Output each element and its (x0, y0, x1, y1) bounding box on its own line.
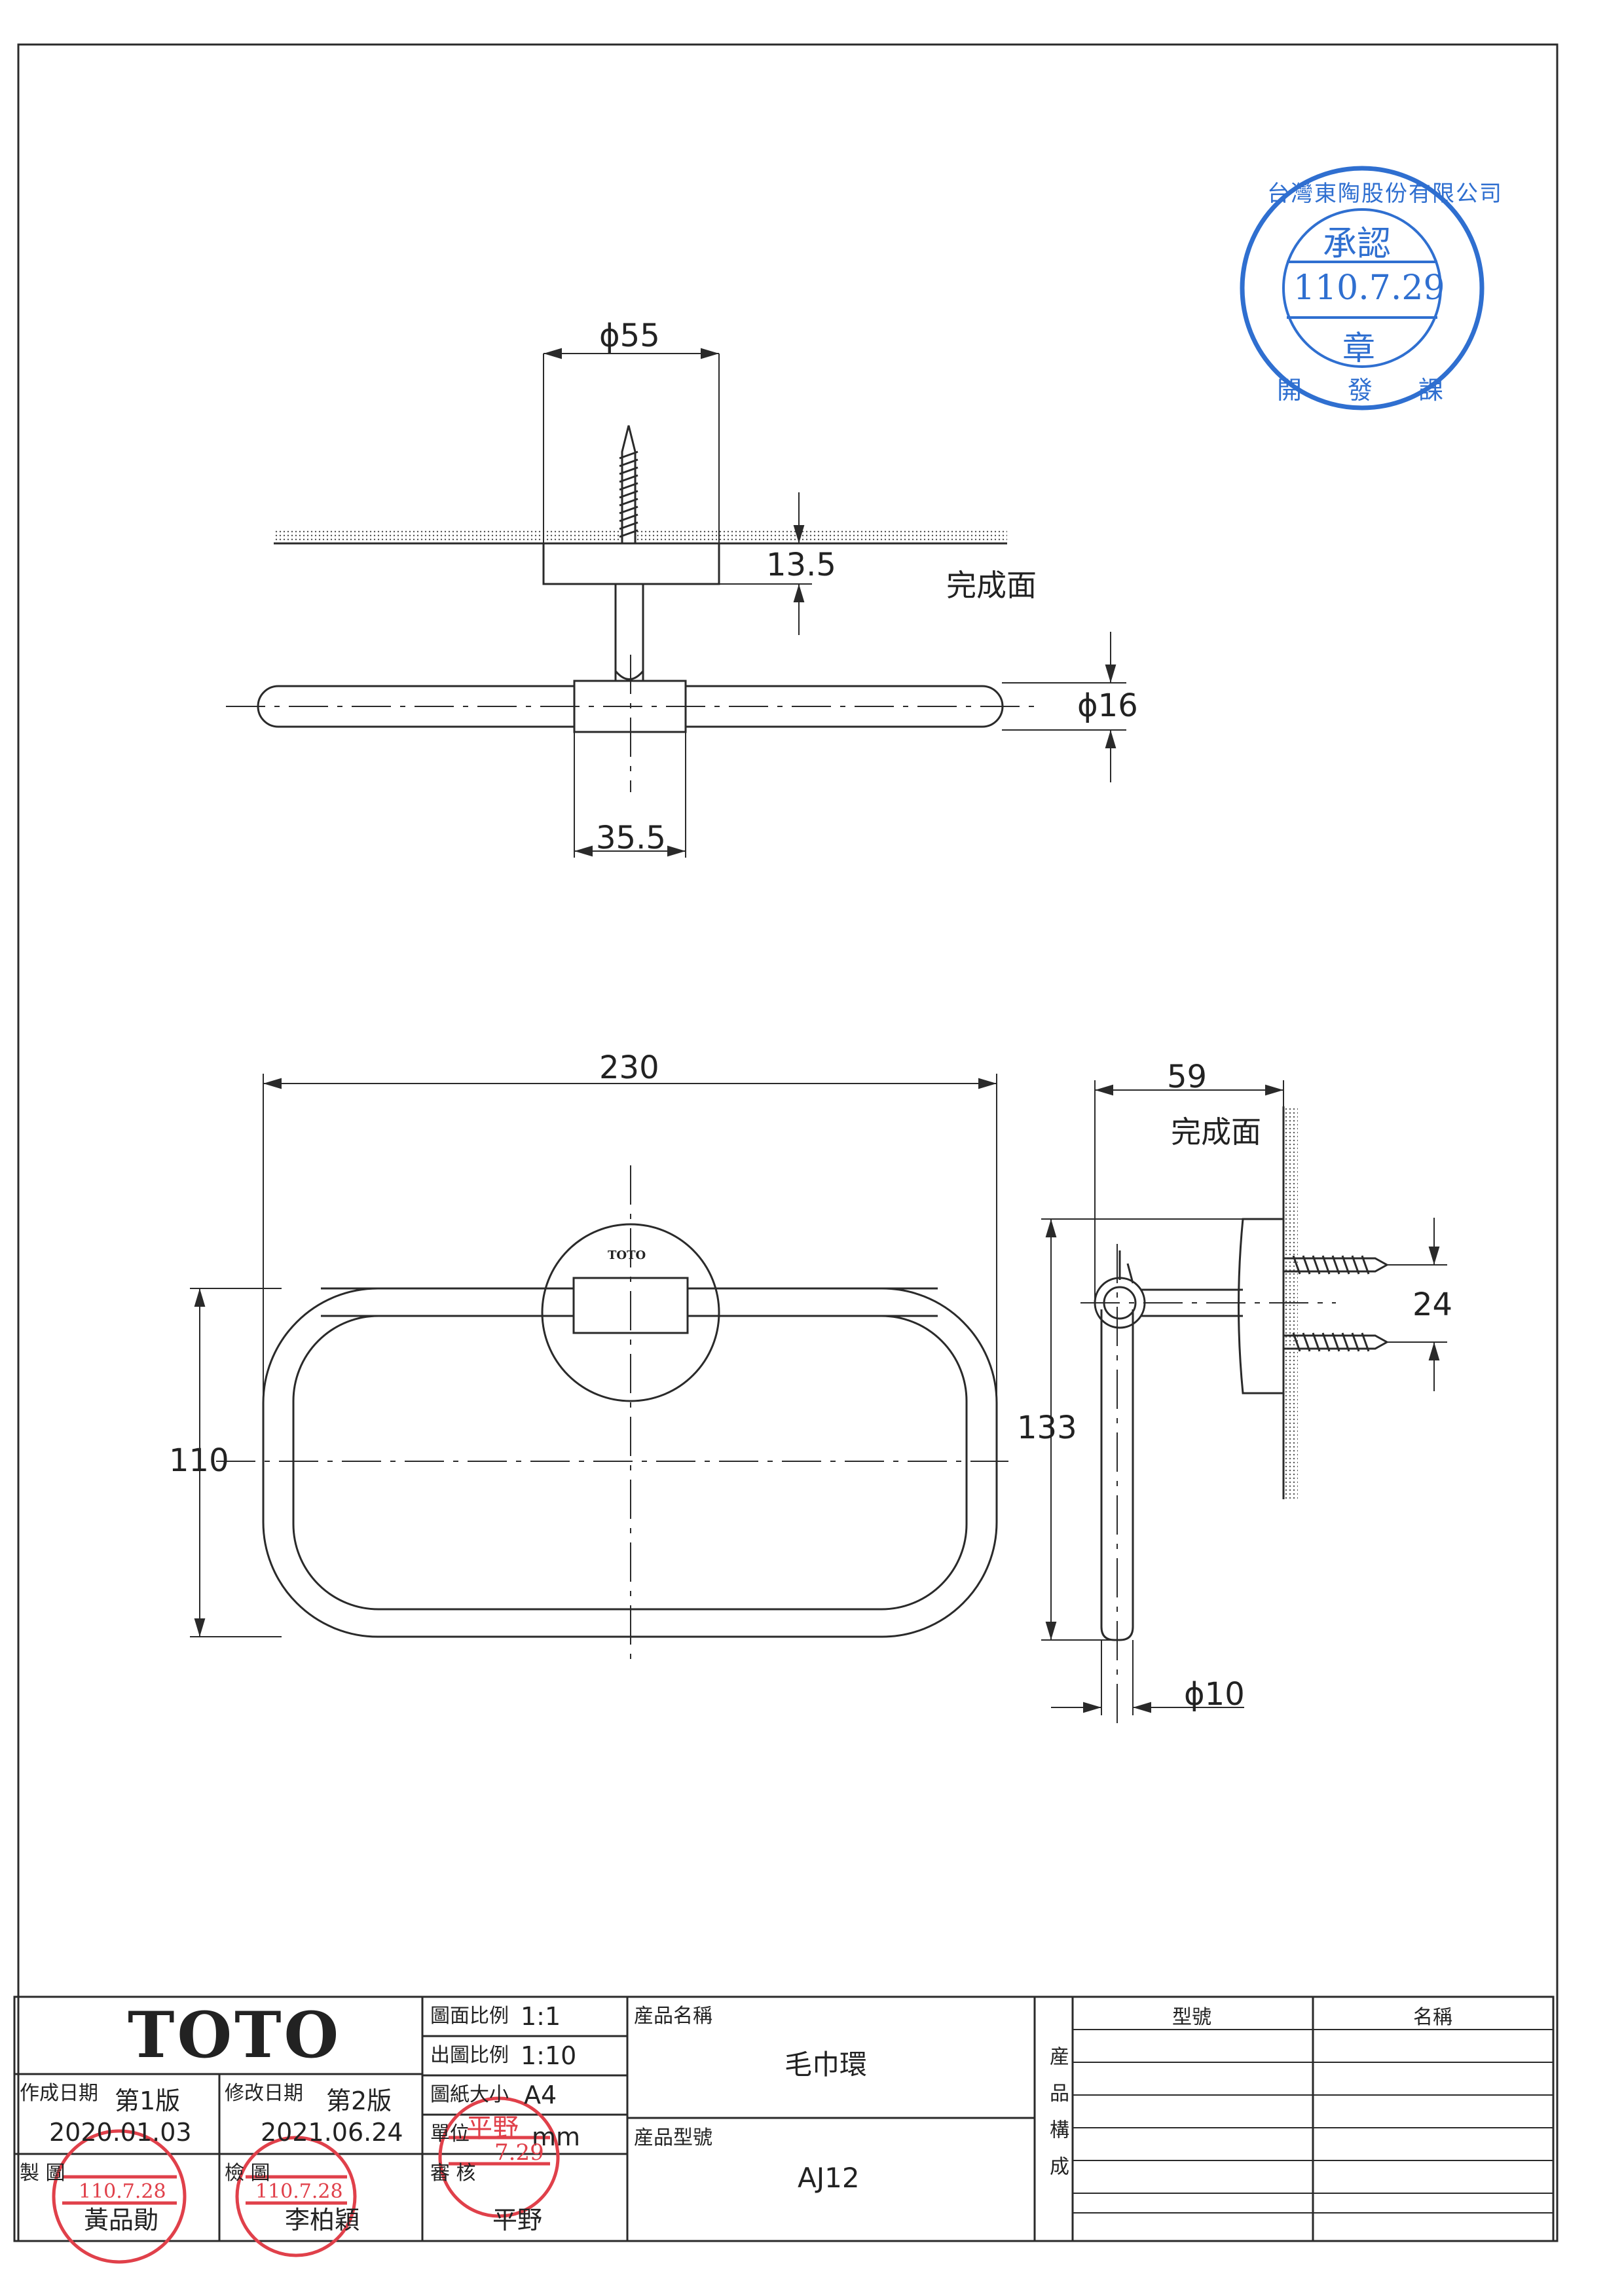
signature-stamps (52, 2096, 560, 2264)
drawn-by-name: 黃品勛 (84, 2206, 159, 2234)
product-model: AJ12 (798, 2162, 860, 2194)
drawing-scale-label: 圖面比例 (430, 2005, 509, 2028)
approval-stamp-date: 110.7.29 (1293, 268, 1445, 308)
title-block-grid (13, 1995, 1555, 2242)
checked-by-name: 李柏穎 (285, 2206, 360, 2234)
output-scale-value: 1:10 (521, 2041, 577, 2070)
brand-logo: TOTO (128, 1998, 342, 2072)
dim-total-height: 133 (1017, 1410, 1077, 1446)
product-name: 毛巾環 (784, 2049, 868, 2081)
approval-stamp-title: 承認 (1323, 225, 1392, 264)
unit-label: 單位 (430, 2123, 470, 2145)
unit-value: mm (532, 2123, 581, 2151)
created-version: 第1版 (115, 2086, 181, 2115)
dim-bar-diameter: ϕ16 (1077, 687, 1138, 724)
product-composition-label: 産品構成 (1046, 2046, 1069, 2193)
approval-stamp-company: 台灣東陶股份有限公司 (1267, 181, 1503, 207)
created-date: 2020.01.03 (49, 2118, 192, 2147)
approved-by-label: 審 核 (430, 2162, 476, 2185)
approval-stamp-department: 開發課 (1277, 376, 1490, 405)
checked-stamp (235, 2136, 357, 2257)
output-scale-label: 出圖比例 (430, 2044, 509, 2067)
approved-by-name: 平野 (492, 2206, 543, 2234)
approved-stamp-date: 7.29 (494, 2140, 544, 2166)
plate-logo: TOTO (608, 1248, 646, 1262)
product-model-label: 産品型號 (634, 2126, 712, 2149)
top-view (226, 348, 1126, 858)
ring-bar-top (257, 685, 1004, 728)
product-name-label: 産品名稱 (634, 2005, 712, 2028)
revised-version: 第2版 (326, 2086, 392, 2115)
side-view (1041, 1080, 1447, 1728)
front-view (190, 1074, 1008, 1663)
base-plate-side (1238, 1218, 1285, 1394)
revised-date-label: 修改日期 (225, 2082, 303, 2105)
approved-stamp-name: 平野 (466, 2113, 519, 2143)
screw-top (619, 425, 638, 545)
revised-date: 2021.06.24 (261, 2118, 403, 2147)
model-column-header: 型號 (1172, 2006, 1211, 2029)
approved-stamp (438, 2096, 560, 2218)
drawn-by-label: 製 圖 (20, 2162, 65, 2185)
dim-holder-width: 35.5 (596, 820, 666, 856)
approval-stamp (1240, 166, 1485, 410)
wall-hatch-top (274, 529, 1007, 543)
dim-plate-diameter: ϕ55 (599, 318, 660, 354)
name-column-header: 名稱 (1413, 2006, 1452, 2029)
dim-plate-depth: 13.5 (766, 547, 836, 583)
drawing-scale-value: 1:1 (521, 2002, 561, 2031)
dim-projection: 59 (1167, 1059, 1208, 1095)
base-plate-top (542, 542, 720, 585)
finish-surface-label-top: 完成面 (946, 568, 1037, 603)
composition-table-lines (1073, 2029, 1553, 2214)
paper-size-value: A4 (524, 2081, 557, 2109)
drawn-stamp-date: 110.7.28 (79, 2180, 166, 2203)
finish-surface-label-side: 完成面 (1171, 1114, 1261, 1150)
paper-size-label: 圖紙大小 (430, 2083, 509, 2106)
dim-ring-width: 230 (599, 1049, 659, 1086)
checked-by-label: 檢 圖 (225, 2162, 270, 2185)
drawn-stamp (52, 2129, 187, 2264)
dim-ring-rod-diameter: ϕ10 (1184, 1676, 1245, 1713)
dim-ring-height: 110 (169, 1442, 229, 1479)
created-date-label: 作成日期 (20, 2082, 98, 2105)
checked-stamp-date: 110.7.28 (255, 2180, 343, 2203)
approval-stamp-seal: 章 (1342, 329, 1375, 367)
dim-screw-spacing: 24 (1412, 1286, 1453, 1323)
